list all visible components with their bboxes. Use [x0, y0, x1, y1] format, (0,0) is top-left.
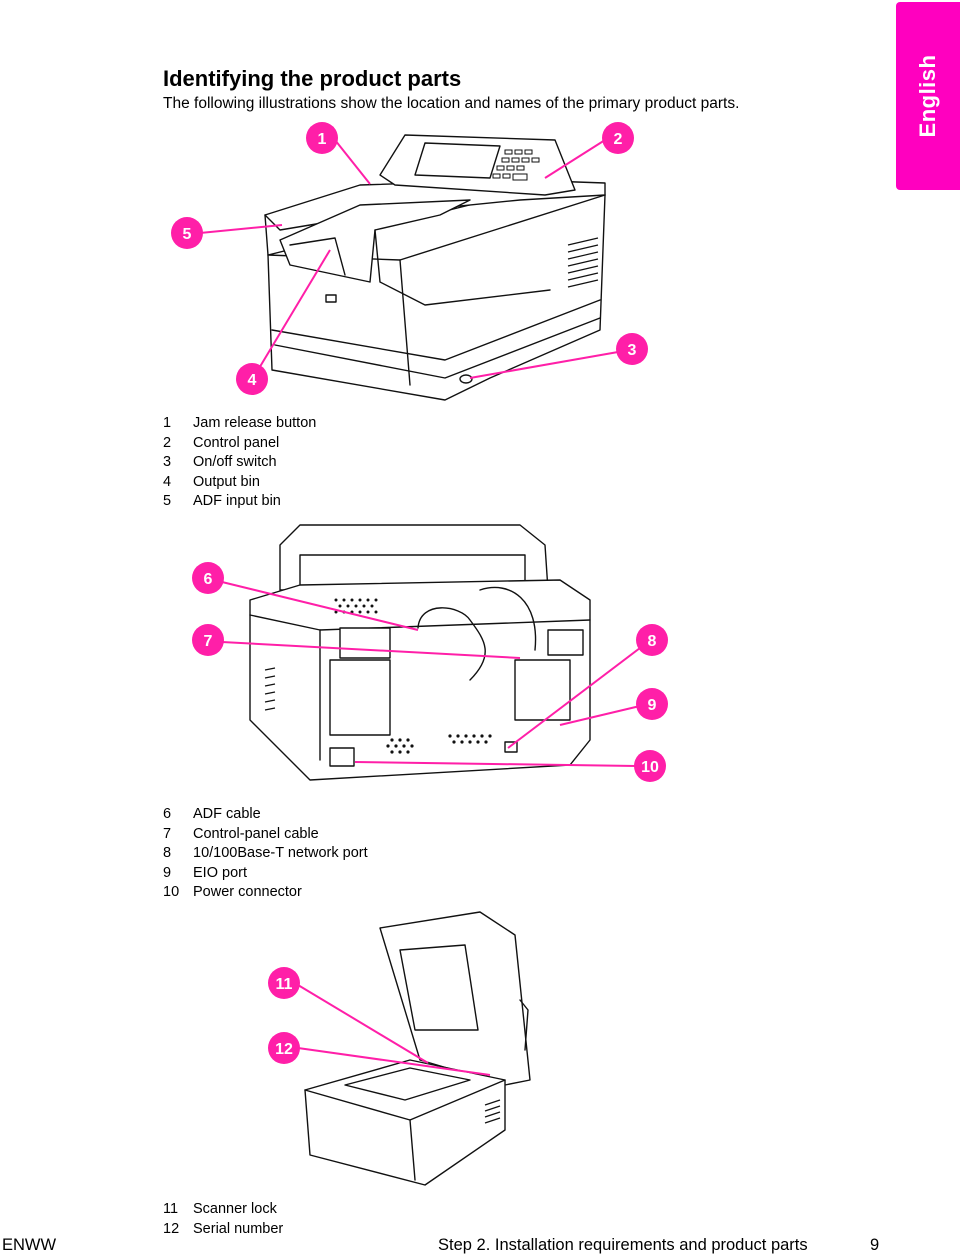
- legend-label: Control panel: [193, 434, 280, 451]
- legend-number: 4: [163, 473, 172, 490]
- section-intro: The following illustrations show the loc…: [163, 95, 740, 112]
- svg-text:4: 4: [248, 372, 257, 389]
- callout-4: 4: [236, 363, 268, 395]
- back-callout-leads: [221, 581, 641, 767]
- legend-label: ADF cable: [193, 806, 261, 822]
- front-callout-leads: [199, 139, 619, 379]
- page-number: 9: [870, 1236, 880, 1254]
- svg-text:1: 1: [318, 131, 327, 148]
- legend-label: On/off switch: [193, 454, 277, 470]
- callout-7: 7: [192, 624, 224, 656]
- callout-8: 8: [636, 624, 668, 656]
- legend-number: 7: [163, 825, 172, 842]
- open-parts-legend: 11 Scanner lock 12 Serial number: [163, 1200, 283, 1239]
- legend-label: Control-panel cable: [193, 825, 319, 842]
- svg-text:12: 12: [275, 1041, 293, 1058]
- callout-10: 10: [634, 750, 666, 782]
- front-parts-legend: 1 Jam release button 2 Control panel 3 On/o…: [163, 414, 316, 512]
- section-title: Identifying the product parts: [163, 66, 462, 91]
- legend-item: 6 ADF cable: [163, 805, 368, 825]
- svg-text:10: 10: [641, 759, 659, 776]
- legend-item: 4 Output bin: [163, 473, 316, 493]
- legend-number: 5: [163, 493, 172, 509]
- open-callout-leads: [297, 984, 491, 1076]
- svg-text:3: 3: [628, 342, 637, 359]
- callout-1: 1: [306, 122, 338, 154]
- legend-item: 11 Scanner lock: [163, 1200, 283, 1220]
- callout-3: 3: [616, 333, 648, 365]
- back-view-drawing: [249, 524, 591, 781]
- callout-12: 12: [268, 1032, 300, 1064]
- legend-number: 11: [163, 1201, 179, 1217]
- svg-text:9: 9: [648, 697, 657, 714]
- legend-item: 8 10/100Base-T network port: [163, 844, 368, 864]
- language-tab: English: [896, 2, 960, 190]
- footer-left: ENWW: [2, 1236, 57, 1254]
- front-view-drawing: [264, 134, 606, 401]
- svg-text:5: 5: [183, 226, 192, 243]
- legend-number: 10: [163, 884, 180, 900]
- legend-number: 2: [163, 434, 172, 451]
- legend-number: 8: [163, 845, 172, 861]
- legend-number: 9: [163, 864, 172, 881]
- svg-text:6: 6: [204, 571, 213, 588]
- legend-number: 1: [163, 415, 172, 431]
- callout-5: 5: [171, 217, 203, 249]
- legend-item: 1 Jam release button: [163, 414, 316, 434]
- legend-label: ADF input bin: [193, 493, 281, 509]
- legend-item: 2 Control panel: [163, 434, 316, 454]
- open-view-drawing: [304, 911, 531, 1186]
- legend-label: 10/100Base-T network port: [193, 845, 368, 861]
- legend-number: 6: [163, 806, 172, 822]
- callout-2: 2: [602, 122, 634, 154]
- svg-text:8: 8: [648, 633, 657, 650]
- footer-center: Step 2. Installation requirements and pr…: [438, 1236, 808, 1254]
- legend-item: 7 Control-panel cable: [163, 825, 368, 845]
- legend-label: EIO port: [193, 864, 247, 881]
- legend-number: 3: [163, 454, 172, 470]
- legend-item: 5 ADF input bin: [163, 492, 316, 512]
- callout-6: 6: [192, 562, 224, 594]
- legend-number: 12: [163, 1220, 180, 1237]
- svg-text:2: 2: [614, 131, 623, 148]
- legend-item: 12 Serial number: [163, 1220, 283, 1240]
- legend-item: 3 On/off switch: [163, 453, 316, 473]
- legend-item: 9 EIO port: [163, 864, 368, 884]
- legend-label: Scanner lock: [193, 1201, 277, 1217]
- callout-9: 9: [636, 688, 668, 720]
- legend-label: Jam release button: [193, 415, 317, 431]
- svg-text:11: 11: [276, 976, 293, 993]
- legend-item: 10 Power connector: [163, 883, 368, 903]
- callout-11: 11: [268, 967, 300, 999]
- legend-label: Power connector: [193, 884, 302, 900]
- svg-text:7: 7: [204, 633, 213, 650]
- legend-label: Output bin: [193, 473, 260, 490]
- back-parts-legend: 6 ADF cable 7 Control-panel cable 8 10/100B…: [163, 805, 368, 903]
- legend-label: Serial number: [193, 1220, 284, 1237]
